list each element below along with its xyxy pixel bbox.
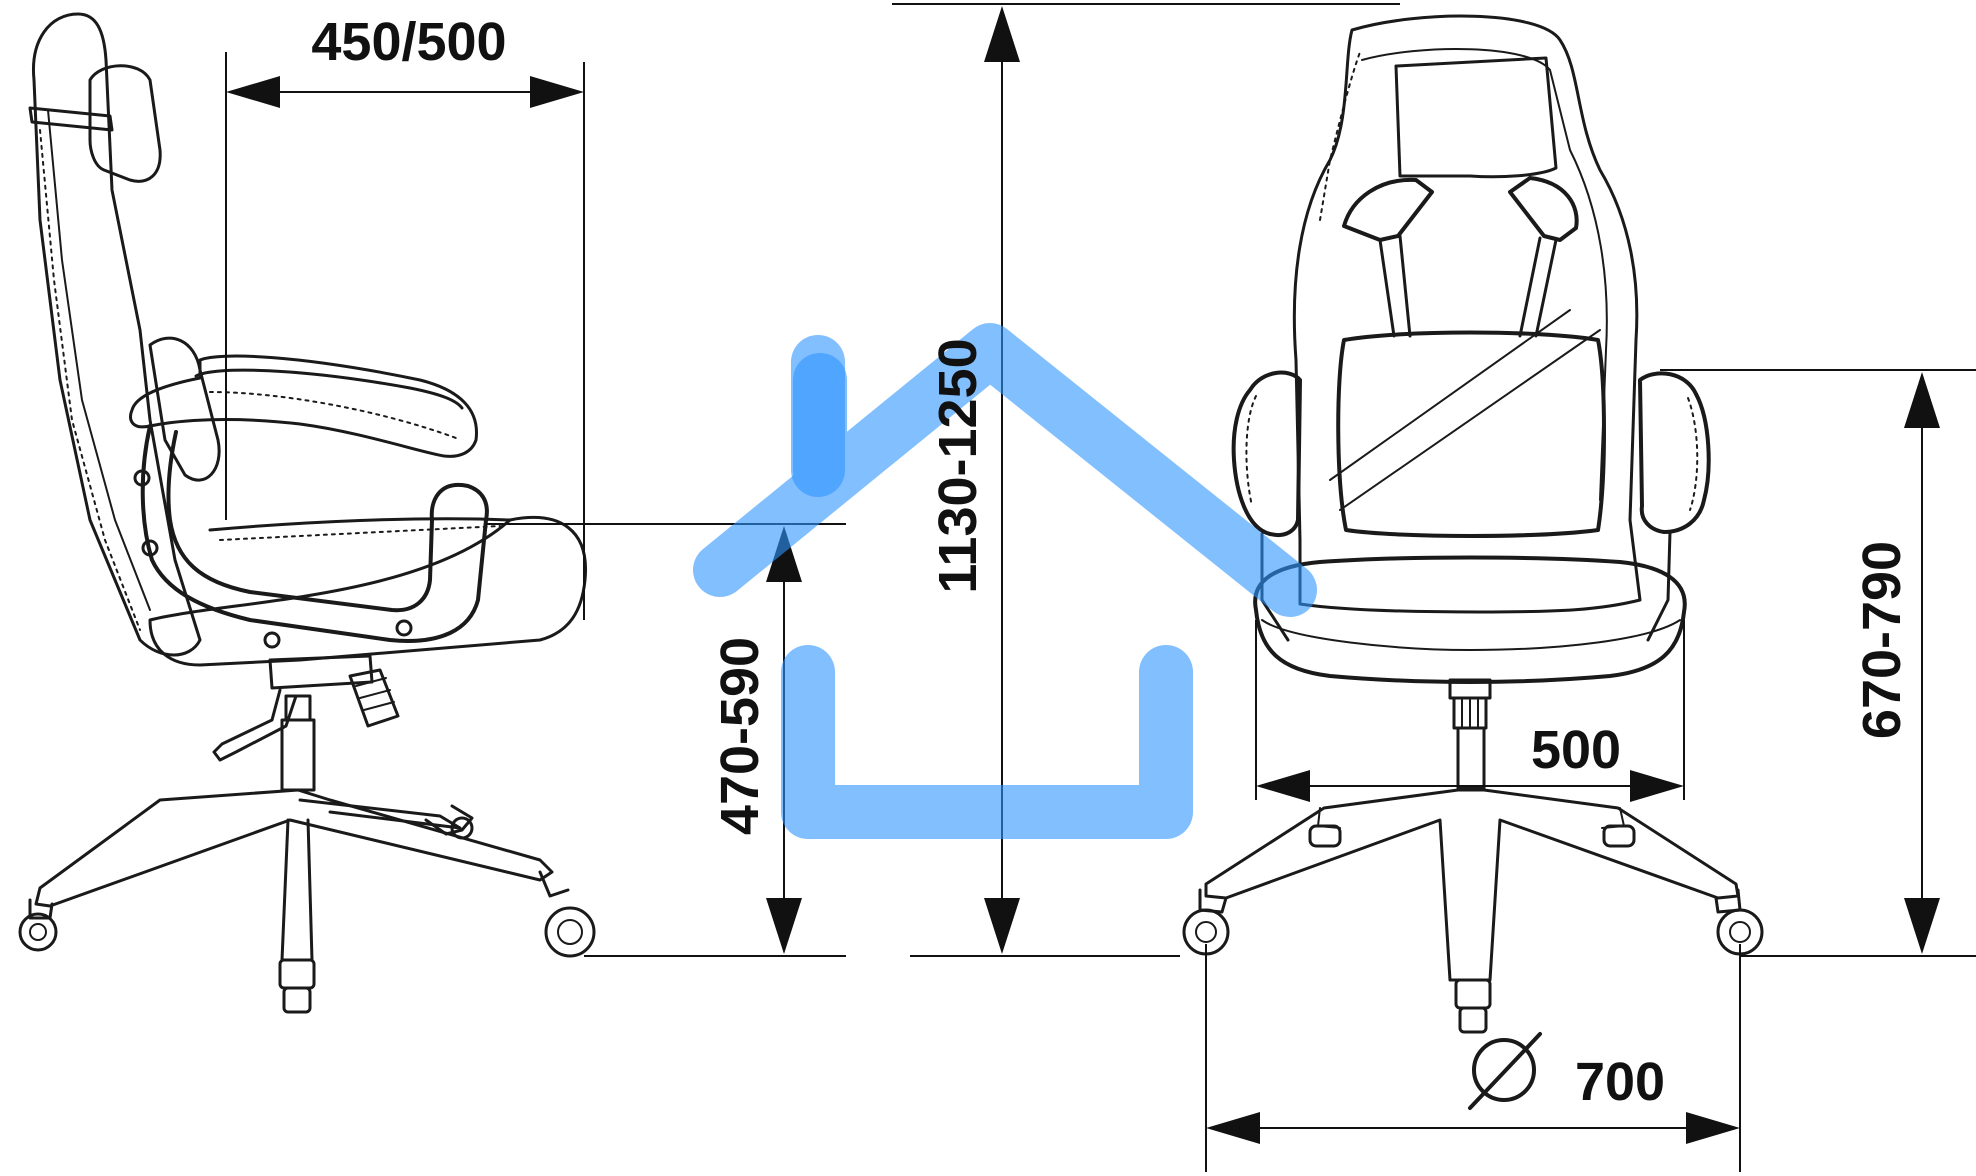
side-frame-bolt-2	[141, 539, 159, 557]
front-harness-strap-left	[1378, 234, 1412, 338]
seat-width-arrow-left	[1256, 770, 1310, 802]
side-caster-rear	[424, 804, 474, 840]
side-cylinder	[280, 718, 316, 792]
front-harness-slot-right	[1508, 176, 1579, 242]
diameter-icon	[1468, 1032, 1542, 1110]
front-armrest-right-stitch	[1687, 397, 1699, 511]
front-view-chair	[1182, 14, 1764, 1034]
front-caster-rear-left	[1308, 824, 1342, 848]
front-lumbar-pillow	[1336, 330, 1606, 538]
side-seat-top	[208, 517, 512, 532]
front-caster-center	[1454, 978, 1492, 1034]
dimension-labels: 450/500 1130-1250 470-590 500 670-790 70…	[311, 12, 1912, 1112]
side-knob-ribs	[355, 677, 395, 711]
side-armrest-pad	[129, 354, 478, 458]
side-base-front-leg	[280, 818, 314, 962]
front-armrest-left	[1231, 370, 1302, 537]
side-backrest	[31, 12, 202, 657]
front-headrest	[1394, 56, 1558, 179]
front-backrest-inner	[1361, 48, 1608, 501]
front-base-rear-legs	[1317, 807, 1625, 829]
seat-height-label: 470-590	[710, 637, 770, 835]
side-frame-bolt-1	[133, 469, 151, 487]
armrest-height-arrow-top	[1904, 372, 1940, 428]
side-caster-front	[278, 958, 316, 1014]
seat-width-arrow-right	[1630, 770, 1684, 802]
front-base-star	[1204, 788, 1740, 982]
side-headrest-strap	[28, 106, 114, 132]
side-headrest	[88, 64, 162, 183]
total-height-label: 1130-1250	[928, 338, 988, 593]
dimension-lines	[225, 3, 1976, 1172]
side-lumbar-pillow	[148, 336, 221, 482]
seat-depth-arrow-left	[226, 76, 280, 108]
side-seat	[148, 516, 588, 667]
total-height-arrow-top	[984, 6, 1020, 62]
side-tension-knob	[348, 668, 400, 728]
front-harness-strap-right	[1518, 236, 1558, 338]
side-armrest-frame	[140, 424, 489, 643]
front-armrest-right	[1638, 371, 1711, 534]
front-harness-slot-left	[1342, 177, 1434, 242]
side-view-chair	[18, 12, 596, 1014]
side-seat-stitch	[219, 525, 501, 541]
seat-height-arrow-top	[766, 526, 802, 582]
side-base-star	[34, 788, 554, 908]
seat-height-arrow-bottom	[766, 898, 802, 954]
armrest-height-label: 670-790	[1852, 541, 1912, 739]
front-caster-right	[1714, 888, 1764, 956]
side-mechanism	[268, 654, 374, 690]
front-armrest-left-stitch	[1245, 395, 1257, 507]
front-cylinder-ribs	[1461, 697, 1479, 729]
side-frame-bolt-4	[395, 619, 413, 637]
front-caster-left	[1182, 888, 1230, 956]
seat-depth-label: 450/500	[311, 12, 506, 72]
front-seat	[1253, 555, 1687, 684]
base-diameter-arrow-left	[1206, 1112, 1260, 1144]
side-caster-left	[18, 898, 58, 952]
front-seat-front	[1261, 619, 1681, 651]
base-diameter-label: 700	[1575, 1052, 1665, 1112]
side-armrest-stitch	[209, 391, 457, 439]
front-diagonal-trim	[1329, 309, 1601, 511]
side-caster-right	[538, 870, 596, 958]
side-base-rear-leg	[298, 798, 462, 830]
front-armrest-right-post	[1646, 530, 1672, 642]
armrest-height-arrow-bottom	[1904, 898, 1940, 954]
total-height-arrow-bottom	[984, 898, 1020, 954]
front-backrest	[1292, 14, 1642, 614]
side-armrest-top	[194, 368, 464, 410]
front-backrest-stitch	[1319, 51, 1361, 221]
base-diameter-arrow-right	[1686, 1112, 1740, 1144]
front-cylinder	[1456, 726, 1486, 790]
side-backrest-inner	[47, 109, 151, 611]
side-gas-lever	[212, 688, 298, 762]
seat-depth-arrow-right	[530, 76, 584, 108]
house-watermark-icon	[693, 323, 1317, 839]
seat-width-label: 500	[1531, 720, 1621, 780]
side-backrest-stitch	[39, 129, 141, 631]
side-frame-bolt-3	[263, 631, 281, 649]
front-caster-rear-right	[1602, 824, 1636, 848]
